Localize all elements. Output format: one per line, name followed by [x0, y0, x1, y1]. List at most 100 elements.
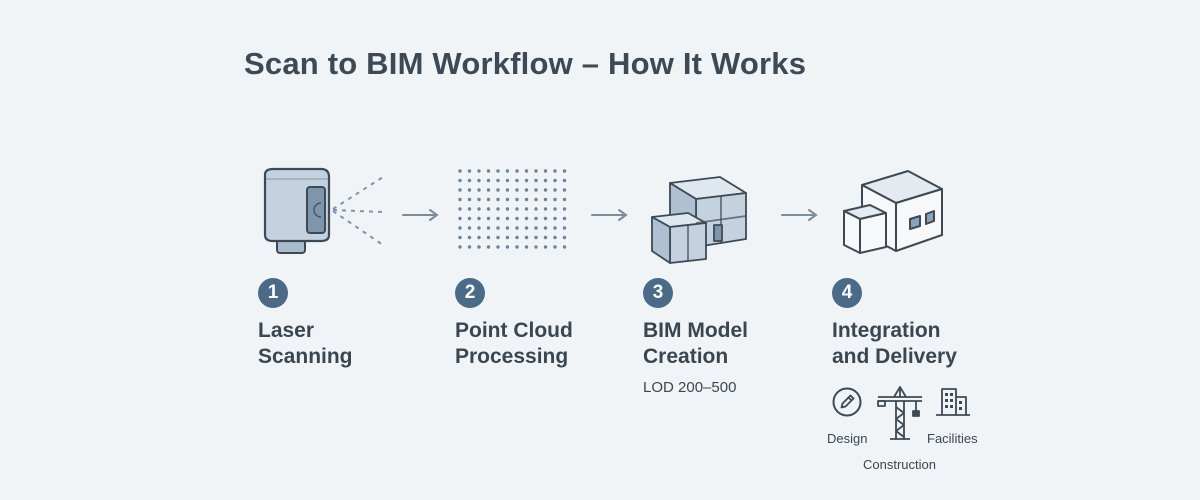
- step-number-badge: 1: [258, 278, 288, 308]
- point-cloud-dot: [505, 169, 510, 173]
- crane-icon: [877, 386, 922, 440]
- point-cloud-dot: [534, 226, 538, 230]
- point-cloud-dot: [553, 197, 557, 202]
- point-cloud-dot: [543, 226, 548, 230]
- facilities-building-icon: [936, 388, 970, 416]
- point-cloud-dot: [562, 207, 567, 211]
- point-cloud-dot: [534, 235, 538, 240]
- point-cloud-dot: [524, 235, 529, 240]
- point-cloud-dot: [553, 226, 557, 230]
- point-cloud-dot: [534, 216, 538, 221]
- point-cloud-dot: [524, 178, 529, 183]
- point-cloud-dot: [458, 188, 462, 192]
- step-label-point-cloud: Point Cloud Processing: [455, 318, 573, 370]
- point-cloud-dot: [477, 207, 481, 211]
- point-cloud-dot: [458, 216, 462, 221]
- point-cloud-dot: [486, 226, 491, 230]
- point-cloud-dot: [505, 226, 510, 230]
- point-cloud-dot: [534, 178, 538, 183]
- point-cloud-dot: [496, 216, 500, 221]
- point-cloud-dot: [553, 245, 557, 249]
- flow-arrow: [402, 209, 439, 221]
- point-cloud-dot: [543, 197, 548, 202]
- point-cloud-dot: [467, 169, 472, 173]
- step-number-badge: 2: [455, 278, 485, 308]
- point-cloud-dot: [534, 245, 538, 249]
- point-cloud-dot: [477, 245, 481, 249]
- step-number-badge: 4: [832, 278, 862, 308]
- point-cloud-dot: [496, 245, 500, 249]
- point-cloud-dot: [505, 235, 510, 240]
- delivery-use-construction: Construction: [863, 457, 936, 472]
- point-cloud-dot: [486, 207, 491, 211]
- point-cloud-dot: [543, 207, 548, 211]
- step-label-line: Integration: [832, 319, 941, 342]
- flow-arrow: [591, 209, 628, 221]
- point-cloud-dot: [553, 216, 557, 221]
- point-cloud-icon: [458, 169, 567, 249]
- point-cloud-dot: [458, 197, 462, 202]
- point-cloud-dot: [524, 169, 529, 173]
- point-cloud-dot: [562, 178, 567, 183]
- point-cloud-dot: [505, 197, 510, 202]
- step-label-laser-scanning: Laser Scanning: [258, 318, 353, 370]
- point-cloud-dot: [534, 188, 538, 192]
- point-cloud-dot: [505, 245, 510, 249]
- point-cloud-dot: [477, 197, 481, 202]
- point-cloud-dot: [505, 216, 510, 221]
- step-label-line: Scanning: [258, 345, 353, 368]
- point-cloud-dot: [553, 235, 557, 240]
- point-cloud-dot: [467, 197, 472, 202]
- point-cloud-dot: [515, 216, 519, 221]
- point-cloud-dot: [524, 207, 529, 211]
- point-cloud-dot: [458, 207, 462, 211]
- pencil-icon: [832, 387, 862, 417]
- point-cloud-dot: [515, 188, 519, 192]
- point-cloud-dot: [467, 216, 472, 221]
- point-cloud-dot: [458, 235, 462, 240]
- point-cloud-dot: [486, 169, 491, 173]
- point-cloud-dot: [477, 178, 481, 183]
- point-cloud-dot: [458, 178, 462, 183]
- point-cloud-dot: [467, 226, 472, 230]
- point-cloud-dot: [486, 216, 491, 221]
- point-cloud-dot: [562, 245, 567, 249]
- delivery-use-design: Design: [827, 431, 868, 446]
- point-cloud-dot: [496, 169, 500, 173]
- point-cloud-dot: [534, 207, 538, 211]
- point-cloud-dot: [496, 226, 500, 230]
- step-label-bim-model: BIM Model Creation: [643, 318, 748, 370]
- point-cloud-dot: [553, 207, 557, 211]
- point-cloud-dot: [496, 188, 500, 192]
- step-label-line: Creation: [643, 345, 729, 368]
- point-cloud-dot: [515, 245, 519, 249]
- point-cloud-dot: [477, 226, 481, 230]
- point-cloud-dot: [543, 235, 548, 240]
- lod-note: LOD 200–500: [643, 379, 737, 396]
- step-number-badge: 3: [643, 278, 673, 308]
- point-cloud-dot: [543, 216, 548, 221]
- point-cloud-dot: [553, 188, 557, 192]
- point-cloud-dot: [486, 197, 491, 202]
- flow-arrow: [781, 209, 818, 221]
- point-cloud-dot: [458, 226, 462, 230]
- point-cloud-dot: [515, 207, 519, 211]
- point-cloud-dot: [562, 169, 567, 173]
- point-cloud-dot: [486, 188, 491, 192]
- point-cloud-dot: [524, 197, 529, 202]
- point-cloud-dot: [515, 169, 519, 173]
- point-cloud-dot: [543, 188, 548, 192]
- point-cloud-dot: [496, 178, 500, 183]
- point-cloud-dot: [496, 235, 500, 240]
- point-cloud-dot: [562, 197, 567, 202]
- point-cloud-dot: [505, 188, 510, 192]
- point-cloud-dot: [486, 178, 491, 183]
- point-cloud-dot: [477, 235, 481, 240]
- point-cloud-dot: [562, 216, 567, 221]
- point-cloud-dot: [477, 169, 481, 173]
- point-cloud-dot: [534, 197, 538, 202]
- point-cloud-dot: [524, 188, 529, 192]
- point-cloud-dot: [562, 235, 567, 240]
- point-cloud-dot: [562, 226, 567, 230]
- point-cloud-dot: [458, 245, 462, 249]
